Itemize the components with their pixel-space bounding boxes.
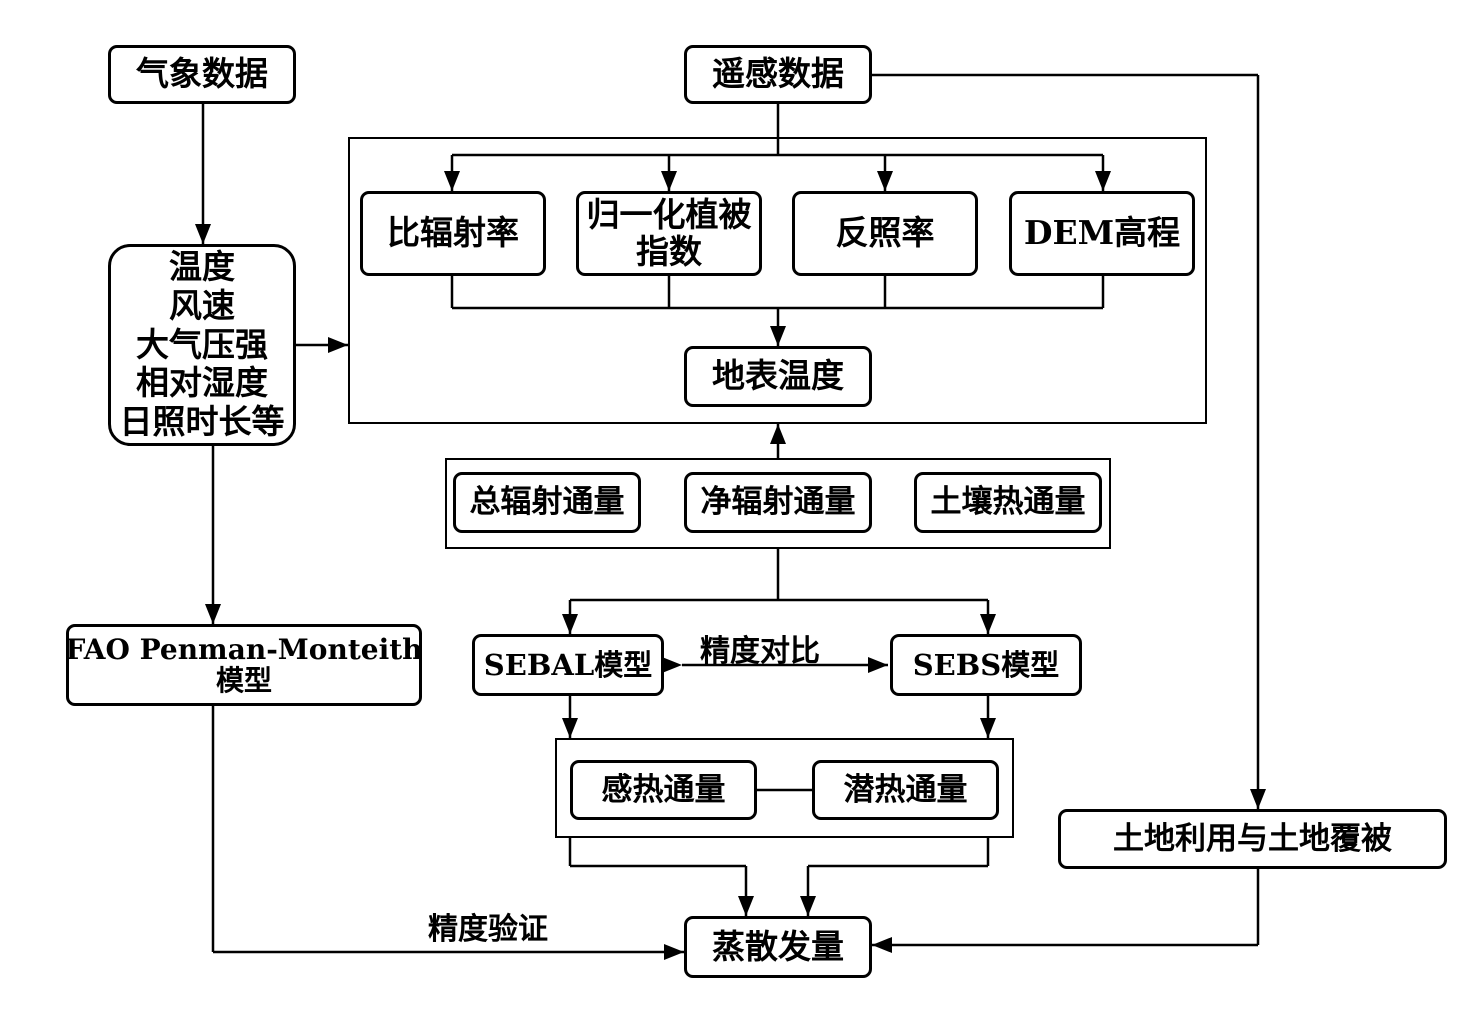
node-fao-penman-monteith: FAO Penman-Monteith 模型 [65, 624, 423, 706]
node-latent-heat-flux: 潜热通量 [812, 760, 999, 820]
node-sebs-model: SEBS模型 [890, 634, 1082, 696]
heat-flux-frame [555, 738, 1014, 838]
met-var-temperature: 温度 [169, 246, 235, 286]
node-total-radiation-flux: 总辐射通量 [453, 472, 641, 533]
node-evapotranspiration: 蒸散发量 [684, 916, 872, 978]
node-dem-elevation: DEM高程 [1009, 191, 1195, 276]
node-remote-sensing-data: 遥感数据 [684, 45, 872, 104]
remote-sensing-params-frame [348, 137, 1207, 424]
node-land-surface-temperature: 地表温度 [684, 346, 872, 407]
node-land-use-land-cover: 土地利用与土地覆被 [1058, 809, 1447, 869]
node-soil-heat-flux: 土壤热通量 [914, 472, 1102, 533]
met-var-sunshine: 日照时长等 [119, 402, 285, 442]
label-accuracy-comparison: 精度对比 [700, 634, 820, 669]
met-var-humidity: 相对湿度 [136, 363, 268, 403]
node-meteorological-data: 气象数据 [108, 45, 296, 104]
label-accuracy-validation: 精度验证 [428, 912, 548, 947]
node-ndvi: 归一化植被 指数 [576, 191, 762, 276]
node-sebal-model: SEBAL模型 [472, 634, 664, 696]
met-var-wind: 风速 [169, 285, 235, 325]
node-sensible-heat-flux: 感热通量 [570, 760, 757, 820]
node-emissivity: 比辐射率 [360, 191, 546, 276]
radiation-flux-frame [445, 458, 1111, 549]
node-meteorological-variables: 温度 风速 大气压强 相对湿度 日照时长等 [108, 244, 296, 446]
met-var-pressure: 大气压强 [136, 324, 268, 364]
node-albedo: 反照率 [792, 191, 978, 276]
node-net-radiation-flux: 净辐射通量 [684, 472, 872, 533]
